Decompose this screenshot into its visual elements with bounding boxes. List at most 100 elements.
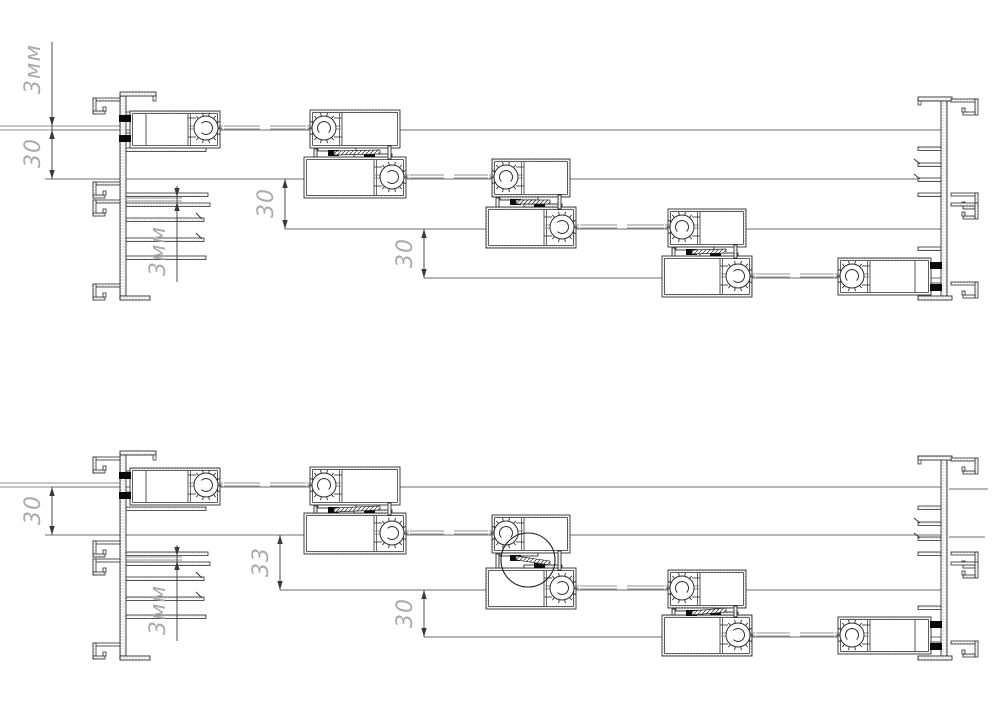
frame-hook <box>950 98 979 116</box>
rubber-gasket <box>930 284 942 291</box>
dimension-label: 30 <box>254 188 279 218</box>
brush-tooth <box>513 164 517 168</box>
brush-tooth <box>734 619 736 624</box>
brush-tooth <box>394 188 396 193</box>
brush-tooth <box>667 592 672 596</box>
brush-tooth <box>727 622 731 626</box>
brush-tooth <box>502 517 504 522</box>
brush-tooth <box>313 137 317 141</box>
interlock-hook-bar <box>515 199 551 205</box>
dimension-30: 30 <box>393 590 427 637</box>
brush-tooth <box>678 238 680 243</box>
brush-tooth <box>748 280 753 284</box>
interlock-side-wall <box>557 550 562 571</box>
interlock-side-wall <box>671 608 676 616</box>
brush-tooth <box>213 472 217 476</box>
frame-hook <box>92 199 121 217</box>
flange-lip <box>152 454 157 461</box>
brush-tooth <box>551 214 555 218</box>
brush-tooth <box>745 263 749 267</box>
frame-tab <box>125 217 205 222</box>
brush-tooth <box>508 161 510 166</box>
brush-outer-ring <box>379 520 405 546</box>
brush-tooth <box>394 161 396 166</box>
brush-seal-icon <box>189 112 223 144</box>
brush-tooth <box>551 236 555 240</box>
leaf-end-box <box>485 206 579 249</box>
brush-tooth <box>740 260 742 265</box>
brush-tooth <box>848 287 850 292</box>
brush-tooth <box>202 496 204 501</box>
brush-tooth <box>854 646 856 651</box>
left-frame-profile <box>92 91 211 301</box>
brush-tooth <box>216 132 221 136</box>
brush-seal-icon <box>375 161 409 193</box>
frame-bottom-flange <box>917 655 953 661</box>
brush-tooth <box>208 496 210 501</box>
brush-outer-ring <box>839 622 865 648</box>
dimension-arrow <box>421 590 427 599</box>
brush-tooth <box>202 112 204 117</box>
interlock-hook-bar <box>333 149 381 156</box>
brush-tooth <box>513 520 517 524</box>
rubber-gasket <box>119 492 131 499</box>
dimension-arrow <box>49 487 55 496</box>
brush-tooth <box>569 214 573 218</box>
brush-tooth <box>381 542 385 546</box>
brush-tooth <box>495 186 499 190</box>
rubber-gasket <box>686 610 697 616</box>
interlock-unit <box>661 569 755 657</box>
dimension-label: 3мм <box>21 44 46 94</box>
rubber-gasket <box>686 249 697 255</box>
brush-tooth <box>564 211 566 216</box>
brush-tooth <box>734 287 736 292</box>
brush-inner-c <box>498 169 514 182</box>
brush-tooth <box>684 211 686 216</box>
interlock-side-wall <box>733 605 738 618</box>
brush-tooth <box>495 164 499 168</box>
frame-bar <box>119 95 127 301</box>
frame-tab <box>917 246 942 251</box>
brush-tooth <box>848 260 850 265</box>
leaf-end-box <box>489 158 571 198</box>
interlock-hook-bar <box>333 505 381 513</box>
brush-seal-icon <box>307 112 341 144</box>
brush-tooth <box>394 517 396 522</box>
brush-tooth <box>745 622 749 626</box>
brush-tooth <box>381 186 385 190</box>
frame-hook <box>92 456 121 474</box>
brush-tooth <box>558 572 560 577</box>
dimension-arrow <box>49 117 55 126</box>
brush-tooth <box>689 575 693 579</box>
brush-outer-ring <box>669 214 695 240</box>
brush-tooth <box>671 214 675 218</box>
leaf-end-box <box>119 467 223 506</box>
brush-tooth <box>667 219 672 223</box>
frame-tab <box>917 177 942 182</box>
brush-inner-c <box>674 580 690 593</box>
frame-tab <box>125 202 211 207</box>
brush-seal-icon <box>721 619 755 651</box>
brush-tooth <box>734 646 736 651</box>
brush-seal-icon <box>665 572 699 604</box>
brush-outer-ring <box>725 622 751 648</box>
brush-tooth <box>508 188 510 193</box>
brush-tooth <box>491 169 496 173</box>
dimension-arrow <box>174 561 180 570</box>
brush-tooth <box>569 575 573 579</box>
brush-tooth <box>558 211 560 216</box>
dimension-30: 30 <box>254 179 288 229</box>
rubber-gasket <box>510 199 521 205</box>
brush-outer-ring <box>311 115 337 141</box>
tab-curl <box>913 173 921 180</box>
brush-seal-icon <box>545 572 579 604</box>
interlock-side-wall <box>671 247 676 257</box>
brush-tooth <box>388 517 390 522</box>
brush-tooth <box>748 268 753 272</box>
brush-tooth <box>689 214 693 218</box>
brush-tooth <box>667 231 672 235</box>
brush-tooth <box>564 599 566 604</box>
brush-tooth <box>678 599 680 604</box>
